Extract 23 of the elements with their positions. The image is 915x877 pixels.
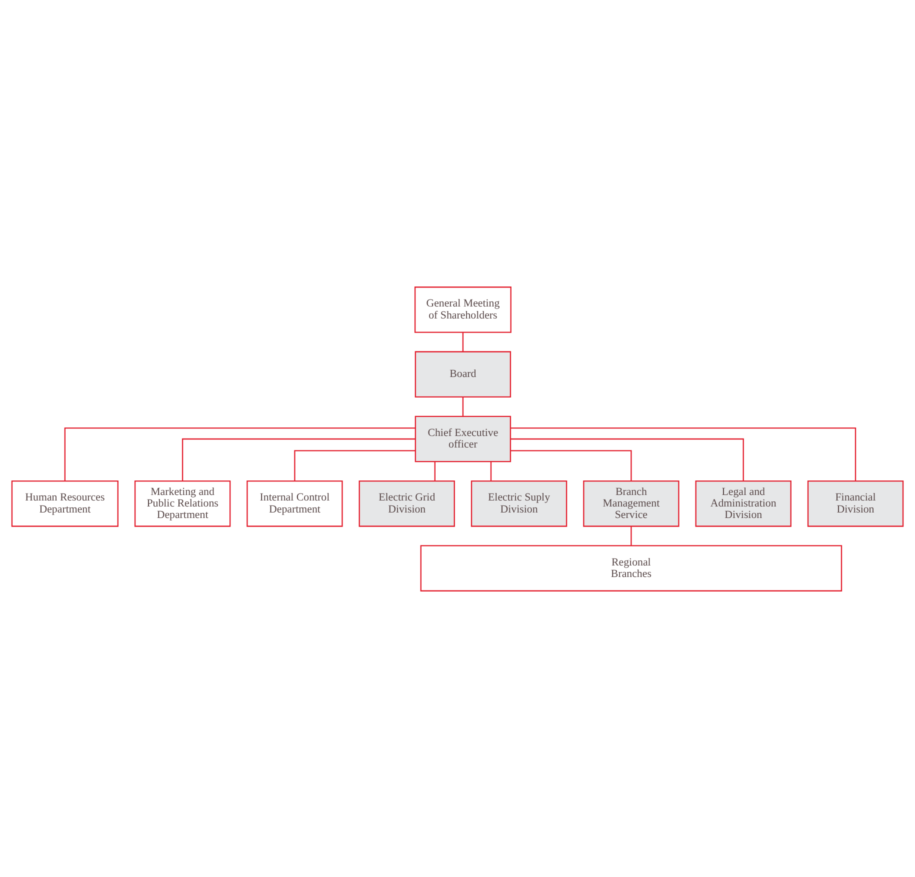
node-box: Branch Management Service (583, 480, 680, 526)
connector (630, 526, 632, 546)
node-box: Legal and Administration Division (695, 480, 792, 526)
connector (434, 461, 436, 480)
node-box: Chief Executive officer (414, 415, 512, 462)
node-box: Internal Control Department (246, 480, 343, 526)
node-box: Marketing and Public Relations Department (134, 480, 231, 526)
connector (64, 427, 416, 480)
node-box: Regional Branches (420, 544, 842, 591)
node-box: Financial Division (807, 480, 904, 526)
connector (510, 427, 856, 480)
node-box: Human Resources Department (11, 480, 118, 526)
connector (510, 450, 632, 480)
node-box: Electric Grid Division (358, 480, 455, 526)
node-box: Electric Suply Division (470, 480, 568, 526)
node-box: Board (414, 350, 512, 398)
connector (294, 450, 416, 480)
connector (490, 461, 492, 480)
connector (182, 438, 416, 481)
node-box: General Meeting of Shareholders (414, 286, 512, 332)
connector (510, 438, 744, 481)
connector (462, 332, 464, 352)
connector (462, 396, 464, 416)
